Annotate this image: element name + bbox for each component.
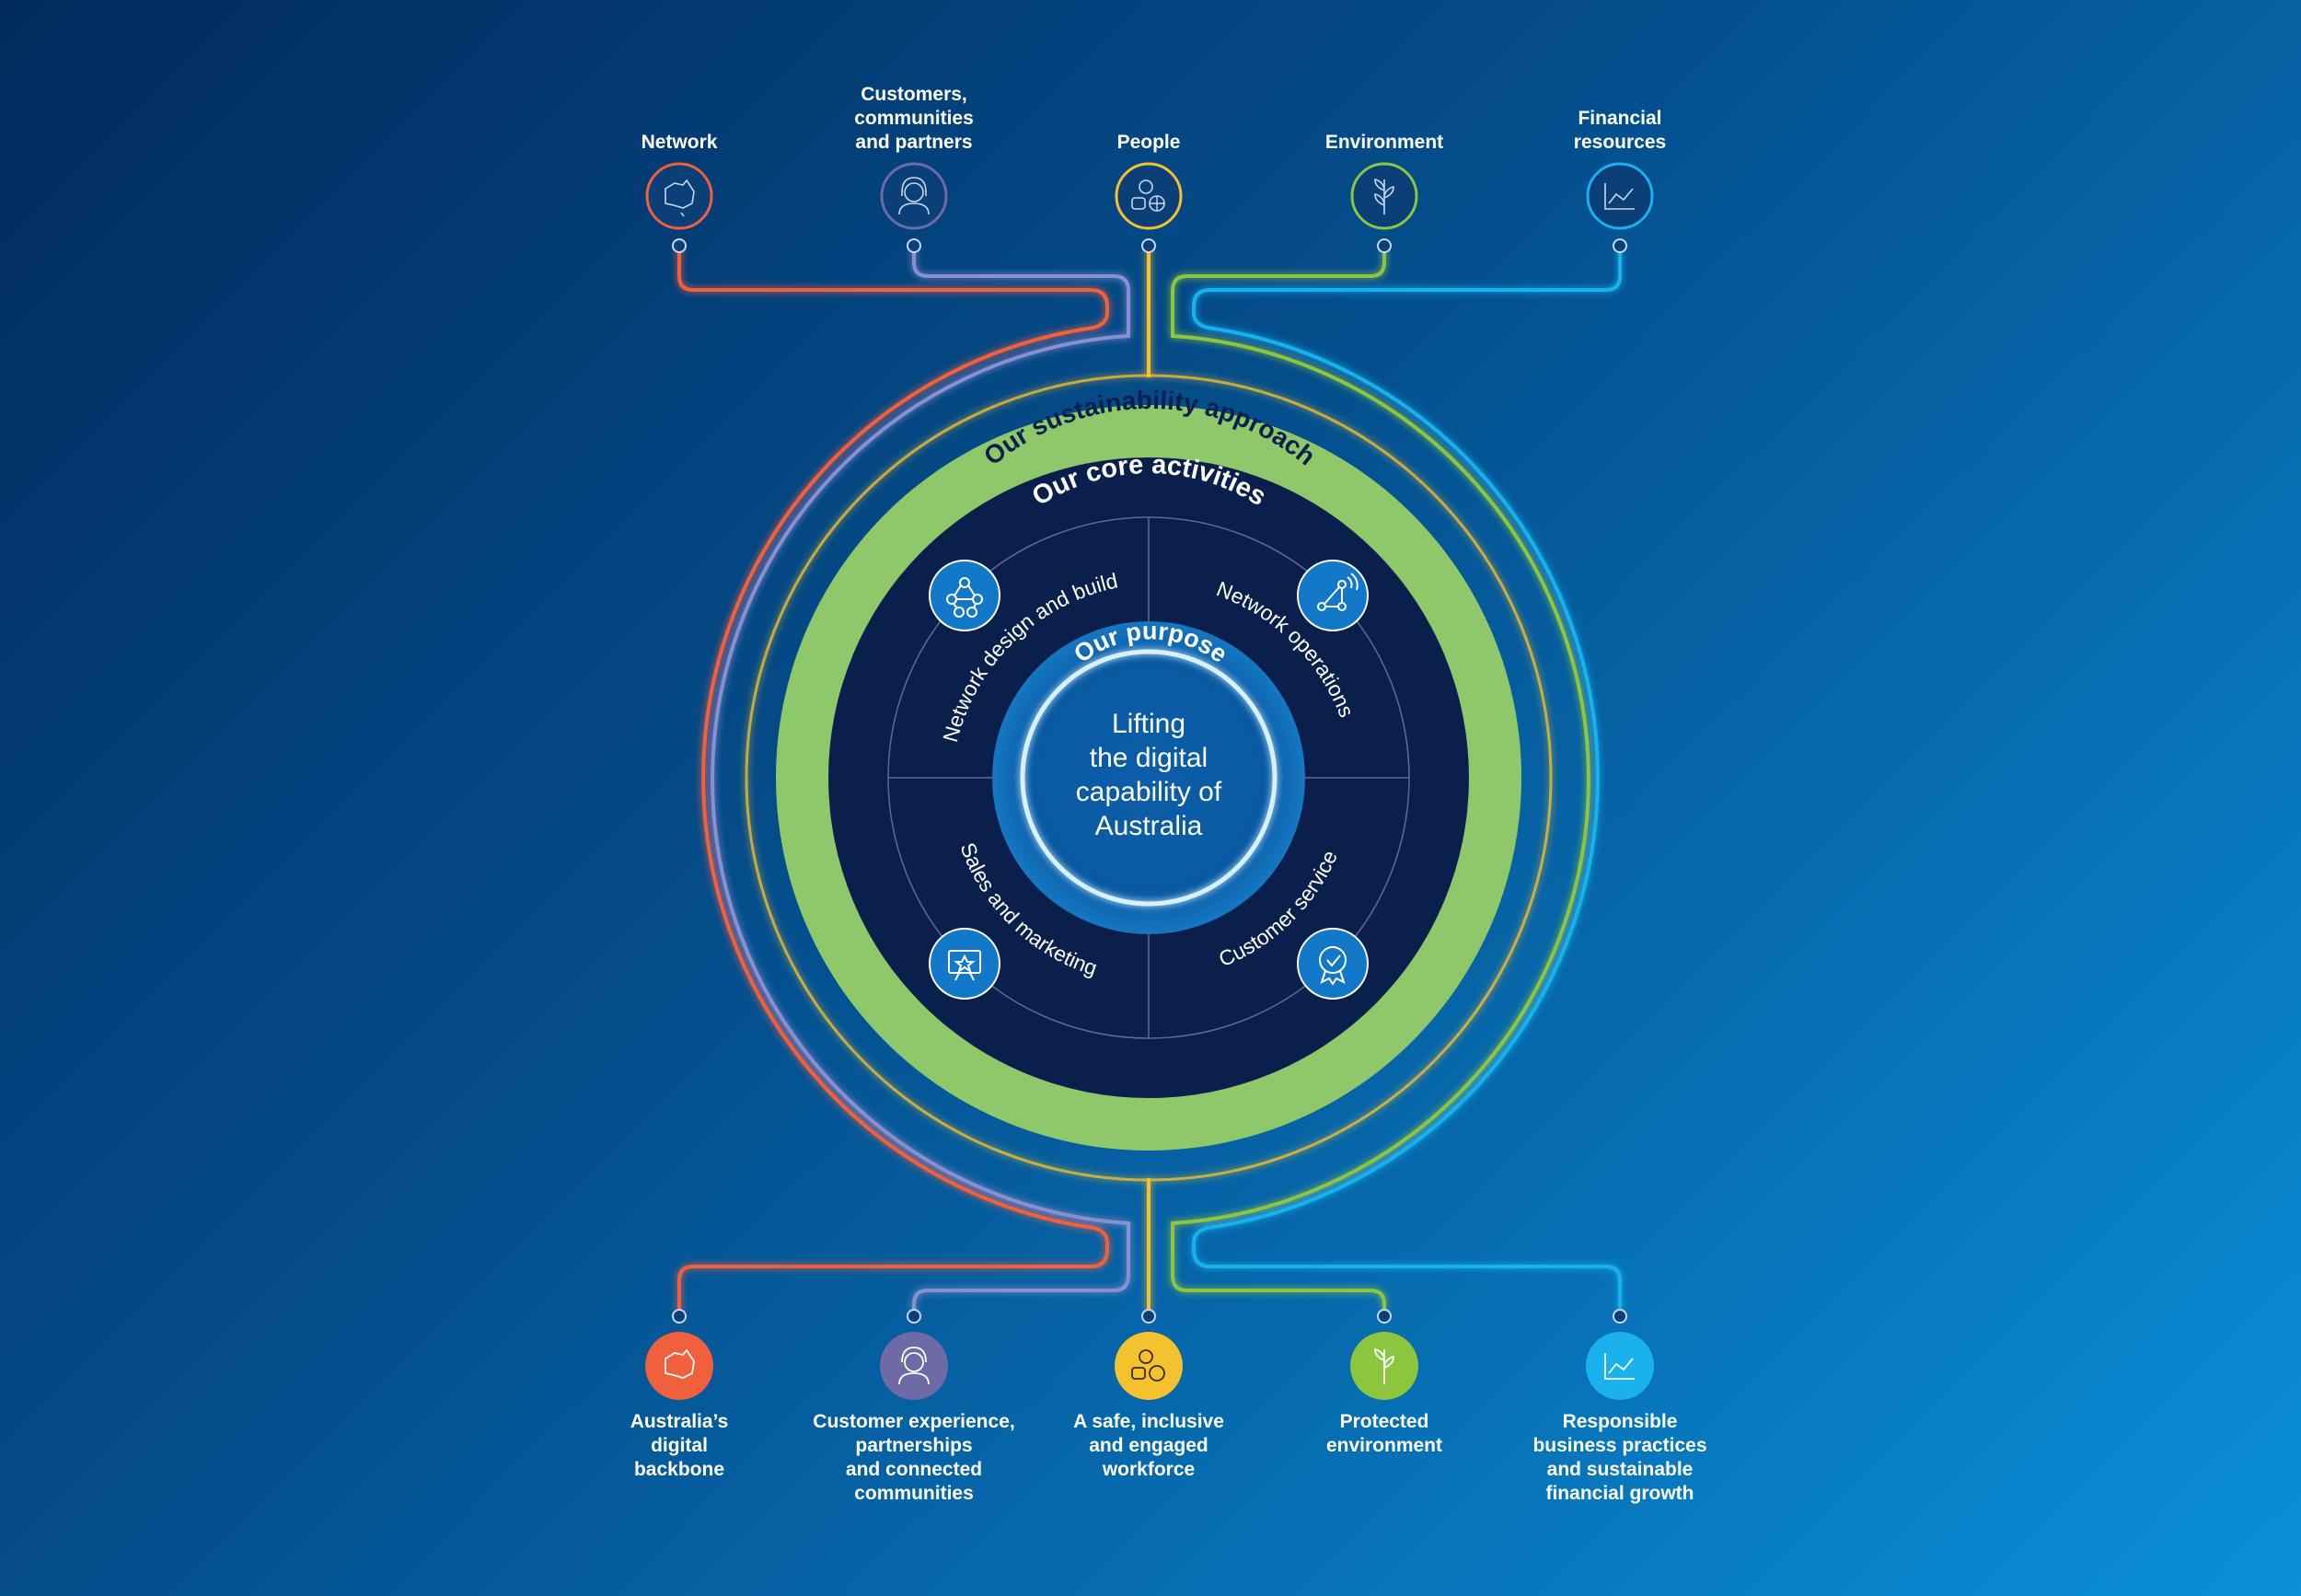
environment-input-icon bbox=[1350, 162, 1418, 230]
node-top-3 bbox=[1141, 238, 1156, 253]
people-ring bbox=[745, 374, 1553, 1182]
workforce-outcome-icon bbox=[1115, 1332, 1183, 1400]
purpose-disc bbox=[992, 621, 1305, 934]
customer-experience-outcome-icon bbox=[880, 1332, 948, 1400]
node-top-2 bbox=[907, 238, 921, 253]
financial-connector bbox=[1192, 247, 1622, 1312]
purpose-glow-ring bbox=[1020, 649, 1278, 907]
outcome-label-backbone: Australia’s digital backbone bbox=[630, 1411, 729, 1480]
activity-icons bbox=[929, 560, 1369, 1000]
input-label-financial: Financial resources bbox=[1573, 108, 1667, 153]
input-label-environment: Environment bbox=[1324, 132, 1444, 153]
customers-connector bbox=[711, 247, 1130, 1312]
network-share-icon bbox=[1297, 560, 1369, 631]
network-connector bbox=[677, 247, 1109, 1312]
outcome-label-financial: Responsible business practices and susta… bbox=[1532, 1411, 1707, 1504]
financial-input-icon bbox=[1586, 162, 1654, 230]
outcome-label-environment: Protected environment bbox=[1325, 1411, 1443, 1456]
purpose-text: Lifting the digital capability of Austra… bbox=[1075, 709, 1222, 841]
backbone-outcome-icon bbox=[645, 1332, 713, 1400]
node-bottom-5 bbox=[1613, 1309, 1627, 1324]
award-badge-icon bbox=[1297, 928, 1369, 1000]
connector-lines bbox=[677, 247, 1622, 1312]
outcome-icons bbox=[645, 1332, 1654, 1400]
node-top-5 bbox=[1613, 238, 1627, 253]
star-board-icon bbox=[929, 928, 1000, 1000]
protected-environment-outcome-icon bbox=[1350, 1332, 1418, 1400]
node-top-1 bbox=[672, 238, 687, 253]
node-bottom-1 bbox=[672, 1309, 687, 1324]
node-bottom-2 bbox=[907, 1309, 921, 1324]
input-icons bbox=[645, 162, 1654, 230]
node-bottom-4 bbox=[1377, 1309, 1392, 1324]
people-input-icon bbox=[1115, 162, 1183, 230]
outcome-label-workforce: A safe, inclusive and engaged workforce bbox=[1073, 1411, 1224, 1480]
customers-input-icon bbox=[880, 162, 948, 230]
input-label-people: People bbox=[1116, 132, 1181, 153]
node-top-4 bbox=[1377, 238, 1392, 253]
network-nodes-icon bbox=[929, 560, 1000, 631]
input-label-customers: Customers, communities and partners bbox=[854, 84, 974, 153]
financial-growth-outcome-icon bbox=[1586, 1332, 1654, 1400]
node-bottom-3 bbox=[1141, 1309, 1156, 1324]
network-input-icon bbox=[645, 162, 713, 230]
input-label-network: Network bbox=[641, 132, 718, 153]
connector-nodes bbox=[672, 238, 1627, 1324]
environment-connector bbox=[1171, 247, 1590, 1312]
outcome-label-customer-experience: Customer experience, partnerships and co… bbox=[813, 1411, 1015, 1504]
